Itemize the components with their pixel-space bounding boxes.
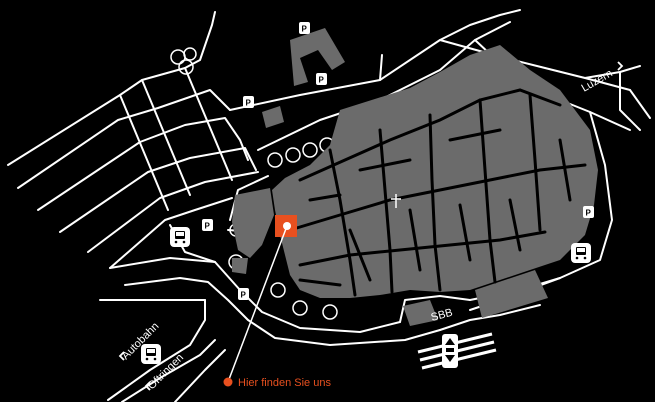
sbb-label: SBB [430,307,454,324]
parking-icon: P [316,73,327,85]
location-marker-icon [223,377,233,387]
old-town-buildings [232,28,598,326]
luzern-label: Luzern [580,67,615,94]
bus-icon [170,227,190,247]
parking-icon: P [202,219,213,231]
bus-icon [141,344,161,364]
parking-icon: P [238,288,249,300]
svg-text:P: P [241,291,247,300]
chevron-icon [118,351,125,361]
railway-crossing-icon [417,332,497,370]
chevron-icon [617,61,624,71]
location-pointer-line [227,225,288,383]
parking-icon: P [583,206,594,218]
svg-text:P: P [586,209,592,218]
svg-text:P: P [205,222,211,231]
chevron-icon [144,381,151,391]
parking-icon: P [243,96,254,108]
svg-text:P: P [319,76,325,85]
old-town-streets [288,88,587,297]
church-cross-icon [391,194,401,208]
location-label[interactable]: Hier finden Sie uns [238,377,331,389]
svg-text:P: P [246,99,252,108]
svg-text:P: P [302,25,308,34]
bus-icon [571,243,591,263]
parking-icon: P [299,22,310,34]
